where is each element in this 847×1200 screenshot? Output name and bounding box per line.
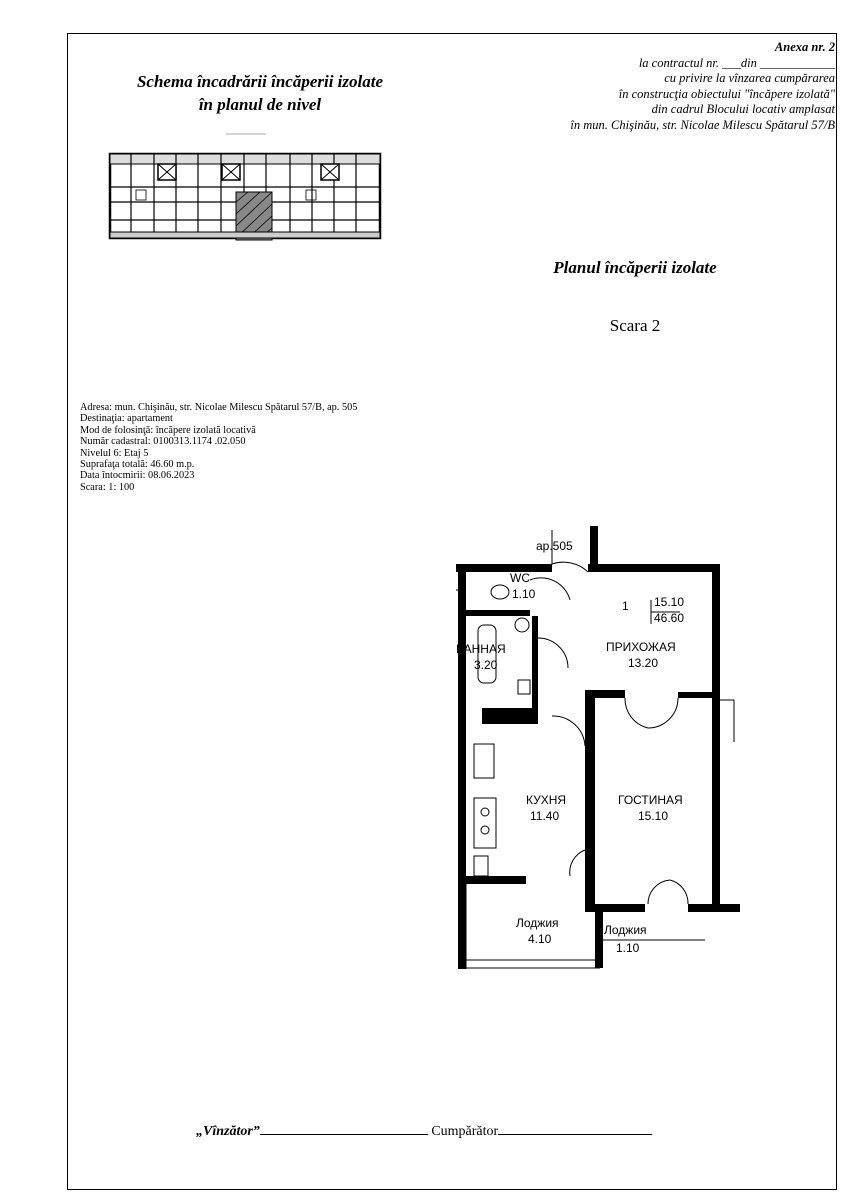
scheme-title-line1: Schema încadrării încăperii izolate — [136, 72, 384, 91]
apartment-label: ap.505 — [536, 539, 573, 553]
scheme-title: Schema încadrării încăperii izolate în p… — [110, 70, 410, 116]
seller-label: „Vînzător” — [196, 1124, 260, 1139]
annex-subject-line: cu privire la vînzarea cumpărarea — [664, 71, 835, 85]
room-name-living-room: ГОСТИНАЯ — [618, 793, 683, 807]
room-name-bathroom: ВАННАЯ — [456, 642, 506, 656]
annex-construction-line: în construcţia obiectului "încăpere izol… — [618, 86, 835, 101]
room-area-bathroom: 3.20 — [474, 658, 498, 672]
annex-contract-line: la contractul nr. ___din ____________ — [638, 55, 835, 70]
annex-block-line: din cadrul Blocului locativ amplasat — [651, 102, 835, 116]
info-scale: Scara: 1: 100 — [80, 481, 135, 493]
buyer-label: Cumpărător — [431, 1124, 499, 1139]
room-area-loggia-2: 1.10 — [616, 941, 640, 955]
apartment-total-area: 46.60 — [654, 611, 684, 625]
seller-signature-line — [259, 1122, 428, 1135]
info-area: Suprafaţa totală: 46.60 m.p. — [80, 459, 195, 471]
info-address: Adresa: mun. Chişinău, str. Nicolae Mile… — [80, 402, 358, 413]
signature-row: „Vînzător” Cumpărător — [196, 1122, 653, 1140]
room-name-loggia-1: Лоджия — [516, 916, 559, 930]
annex-title: Anexa nr. 2 — [774, 40, 835, 54]
annex-address-line: în mun. Chişinău, str. Nicolae Milescu S… — [570, 117, 835, 132]
apartment-floorplan: ap.505 1 15.10 46.60 WC 1.10 ВАННАЯ 3.20… — [456, 526, 740, 969]
info-cadastral: Număr cadastral: 0100313.1174 .02.050 — [80, 436, 246, 448]
level-plan-thumbnail — [108, 133, 382, 241]
info-usage: Mod de folosinţă: încăpere izolată locat… — [80, 424, 256, 436]
room-area-loggia-1: 4.10 — [528, 932, 552, 946]
room-name-loggia-2: Лоджия — [604, 923, 647, 937]
annex-header: Anexa nr. 2 la contractul nr. ___din ___… — [475, 40, 835, 133]
page-frame — [67, 33, 837, 1190]
room-name-kitchen: КУХНЯ — [526, 793, 566, 807]
room-area-kitchen: 11.40 — [530, 809, 559, 823]
scale-label: Scara 2 — [609, 316, 661, 335]
info-level: Nivelul 6: Etaj 5 — [80, 447, 149, 459]
room-name-hallway: ПРИХОЖАЯ — [606, 640, 676, 654]
room-area-hallway: 13.20 — [628, 656, 658, 670]
plan-title: Planul încăperii izolate — [553, 258, 717, 277]
apartment-living-area: 15.10 — [654, 595, 684, 609]
info-destination: Destinaţia: apartament — [80, 413, 173, 425]
room-area-living-room: 15.10 — [638, 809, 668, 823]
info-date: Data întocmirii: 08.06.2023 — [80, 470, 195, 482]
room-area-wc: 1.10 — [512, 587, 536, 601]
property-info: Adresa: mun. Chişinău, str. Nicolae Mile… — [80, 402, 357, 493]
room-name-wc: WC — [510, 571, 530, 585]
buyer-signature-line — [498, 1122, 653, 1135]
apartment-room-count: 1 — [622, 599, 629, 613]
scheme-title-line2: în planul de nivel — [198, 95, 322, 114]
